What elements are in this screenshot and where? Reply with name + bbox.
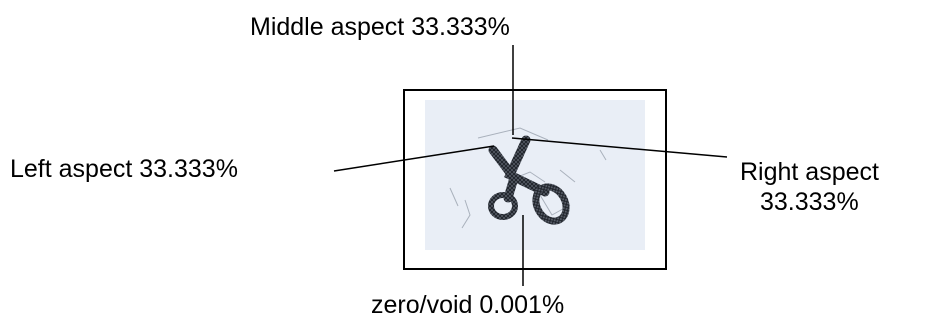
- label-left-aspect: Left aspect 33.333%: [10, 155, 238, 183]
- label-right-aspect-line1: Right aspect: [740, 158, 879, 186]
- leader-line-left: [333, 145, 495, 172]
- label-right-aspect: Right aspect 33.333%: [740, 157, 879, 217]
- label-right-aspect-line2: 33.333%: [760, 188, 859, 216]
- leader-line-right: [511, 137, 728, 158]
- label-zero-void: zero/void 0.001%: [371, 291, 565, 319]
- scissors-icon: [488, 135, 570, 225]
- label-middle-aspect: Middle aspect 33.333%: [250, 13, 510, 41]
